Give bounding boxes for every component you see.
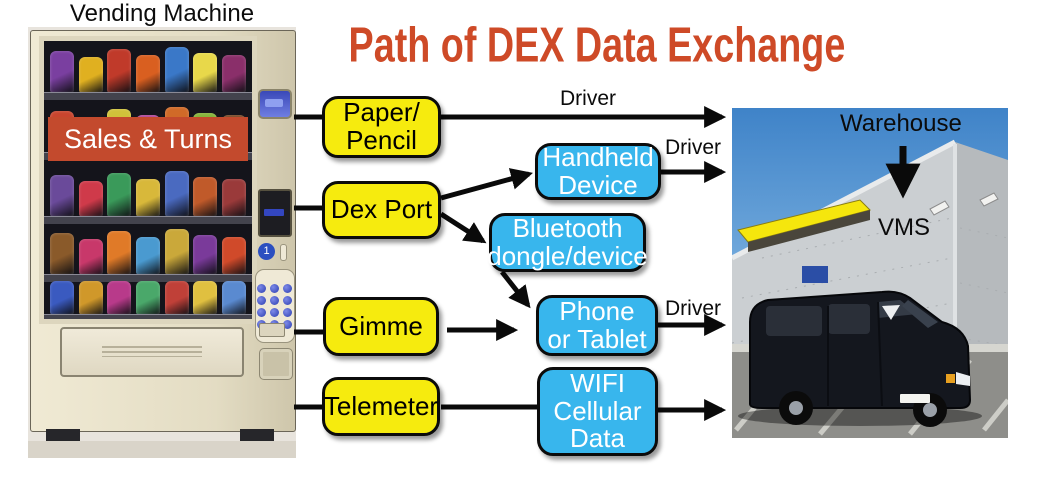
node-telemeter-label: Telemeter [323,390,439,421]
keypad-key [257,283,266,293]
node-bluetooth-dongle: Bluetooth dongle/device [487,212,648,272]
node-telemeter: Telemeter [322,377,440,436]
keypad-key [257,307,266,317]
snack-bag [164,281,189,315]
node-handheld-device: Handheld Device [535,143,661,200]
coin-slot-plate [259,323,285,337]
warehouse-label: Warehouse [840,110,962,137]
snack-bag [135,179,160,217]
node-phone-or-tablet: Phone or Tablet [536,295,658,356]
snack-bag [78,181,103,217]
vending-machine-photo: Sales & Turns 1 [28,27,296,458]
keypad-key [270,283,279,293]
node-bluetooth-dongle-label: Bluetooth dongle/device [487,212,648,271]
node-dex-port: Dex Port [322,181,441,239]
node-wifi-cellular-data: WIFI Cellular Data [537,367,658,456]
vending-machine-control-panel: 1 [255,37,295,437]
panel-divider [280,244,287,261]
snack-bag [164,47,189,93]
delivery-tray [60,327,244,377]
snack-bag [193,177,218,217]
snack-bag [107,173,132,217]
snack-bag [50,233,75,275]
snack-bag [135,55,160,93]
snack-bag [78,57,103,93]
vending-machine-caption: Vending Machine [69,0,255,27]
van-illustration [738,290,982,427]
node-gimme-label: Gimme [339,310,423,341]
shelf-rail [44,274,252,282]
snack-bag [107,281,132,315]
floor [28,441,296,458]
snack-bag [78,239,103,275]
snack-shelf [44,279,252,319]
snack-bag [135,237,160,275]
coin-return [259,348,293,380]
keypad-key [283,319,292,329]
keypad-key [283,283,292,293]
shelf-rail [44,216,252,224]
snack-bag [107,231,132,275]
snack-bag [164,229,189,275]
keypad-button-one: 1 [258,243,275,260]
snack-bag [193,235,218,275]
snack-bag [107,49,132,93]
keypad-key [257,295,266,305]
sales-turns-banner: Sales & Turns [48,117,248,161]
shelf-rail [44,314,252,319]
snack-bag [78,281,103,315]
node-handheld-device-label: Handheld Device [542,141,654,200]
price-display [258,89,292,119]
arrow-dexport-to-bluetooth [439,211,487,244]
vending-machine-glass [39,36,257,324]
shelf-rail [44,92,252,100]
snack-bag [221,55,246,93]
arrow-bluetooth-to-phone [500,270,531,309]
snack-bag [221,179,246,217]
canopy-underside [748,210,870,252]
snack-bag [221,237,246,275]
snack-bag [164,171,189,217]
driver-label: Driver [560,87,616,110]
node-dex-port-label: Dex Port [330,194,433,225]
snack-shelf [44,167,252,224]
arrow-dexport-to-handheld [440,168,533,201]
warehouse-illustration [732,139,1008,438]
vending-machine-cabinet: Sales & Turns 1 [30,30,296,432]
snack-shelf [44,223,252,282]
keypad-key [270,307,279,317]
snack-bag [135,281,160,315]
blue-sign [802,266,828,283]
warehouse-photo [732,108,1008,438]
snack-shelf [44,43,252,100]
snack-bag [193,53,218,93]
security-camera-icon [929,192,999,216]
node-wifi-cellular-data-label: WIFI Cellular Data [553,367,642,454]
keypad-key [270,295,279,305]
keypad-key [283,307,292,317]
snack-bag [50,175,75,217]
node-phone-or-tablet-label: Phone or Tablet [547,295,647,354]
snack-bag [50,281,75,315]
page-title: Path of DEX Data Exchange [348,17,846,73]
keypad-key [283,295,292,305]
snack-bag [193,281,218,315]
snack-bag [221,281,246,315]
bill-acceptor [258,189,292,237]
snack-bag [50,51,75,93]
node-gimme: Gimme [323,297,439,356]
node-paper-pencil-label: Paper/ Pencil [343,97,420,155]
vms-label: VMS [878,214,931,241]
driver-label: Driver [665,136,721,159]
driver-label: Driver [665,297,721,320]
node-paper-pencil: Paper/ Pencil [322,96,441,158]
